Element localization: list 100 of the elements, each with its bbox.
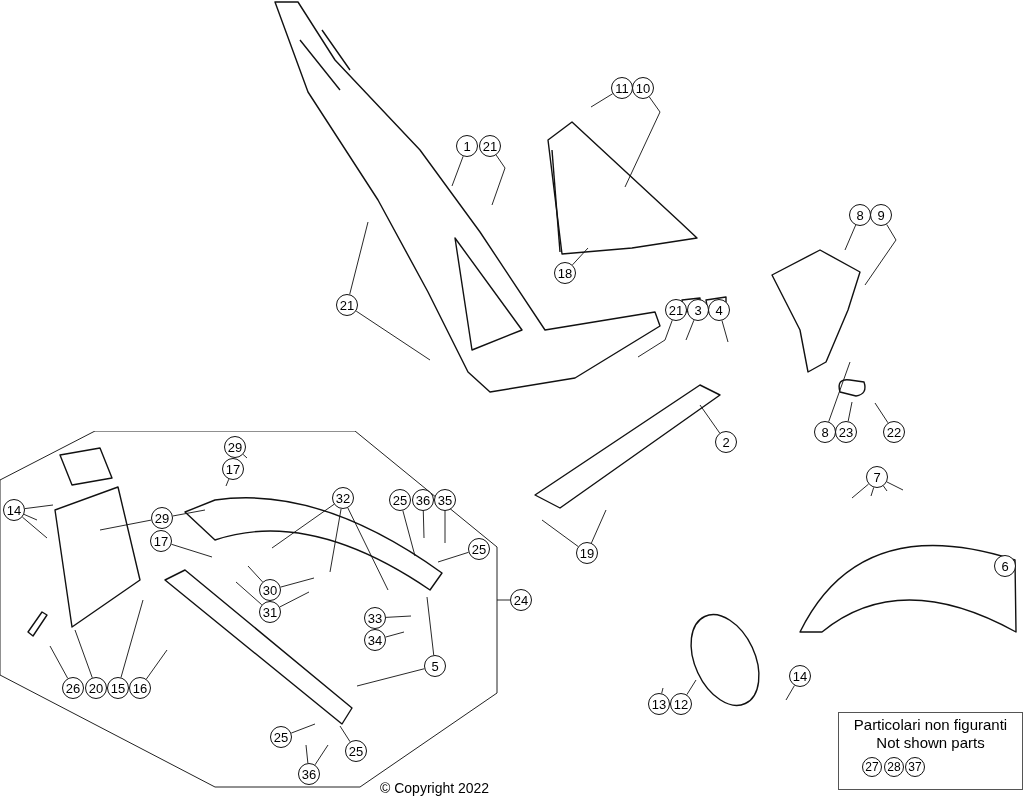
- callout-number: 21: [336, 294, 358, 316]
- leader-line: [886, 481, 904, 491]
- leader-line: [24, 504, 54, 510]
- leader-line: [491, 154, 506, 206]
- callout-number: 24: [510, 589, 532, 611]
- callout-number: 4: [708, 299, 730, 321]
- leader-line: [314, 744, 329, 766]
- callout-number: 22: [883, 421, 905, 443]
- callout-number: 3: [687, 299, 709, 321]
- leader-line: [591, 509, 607, 544]
- leader-line: [385, 615, 412, 618]
- callout-number: 10: [632, 77, 654, 99]
- callout-number: 11: [611, 77, 633, 99]
- callout-number: 14: [3, 499, 25, 521]
- leader-line: [541, 519, 579, 547]
- leader-line: [172, 509, 206, 517]
- callout-number: 5: [424, 655, 446, 677]
- callout-number: 34: [364, 629, 386, 651]
- callout-number: 32: [332, 487, 354, 509]
- leader-line: [235, 581, 263, 606]
- callout-number: 30: [259, 579, 281, 601]
- leader-line: [21, 516, 48, 539]
- callout-number: 27: [862, 757, 882, 777]
- callout-number: 19: [576, 542, 598, 564]
- callout-number: 33: [364, 607, 386, 629]
- callout-number: 7: [866, 466, 888, 488]
- callout-number: 36: [412, 489, 434, 511]
- callout-number: 25: [389, 489, 411, 511]
- callout-number: 9: [870, 204, 892, 226]
- leader-line: [145, 649, 168, 680]
- callout-number: 25: [468, 538, 490, 560]
- leader-line: [280, 577, 315, 588]
- callout-number: 8: [814, 421, 836, 443]
- callout-number: 16: [129, 677, 151, 699]
- leader-line: [444, 510, 446, 544]
- leader-line: [686, 679, 697, 696]
- leader-line: [572, 247, 589, 266]
- callout-number: 20: [85, 677, 107, 699]
- leader-line: [851, 483, 870, 499]
- leader-line: [437, 551, 469, 563]
- leader-line: [785, 685, 795, 701]
- callout-number: 21: [665, 299, 687, 321]
- leader-line: [402, 510, 416, 557]
- callout-number: 29: [224, 436, 246, 458]
- callout-number: 25: [270, 726, 292, 748]
- leader-line: [339, 725, 351, 743]
- leader-line: [247, 565, 263, 583]
- callout-number: 12: [670, 693, 692, 715]
- leader-line: [661, 687, 664, 694]
- leader-line: [99, 519, 152, 531]
- leader-line: [356, 668, 425, 687]
- callout-number: 8: [849, 204, 871, 226]
- leader-line: [451, 155, 464, 187]
- leader-line: [844, 224, 857, 251]
- leader-line: [347, 507, 389, 591]
- callout-number: 21: [479, 135, 501, 157]
- leader-line: [242, 454, 248, 459]
- callout-number: 17: [150, 530, 172, 552]
- note-text: Not shown parts: [875, 734, 986, 752]
- leader-line: [624, 96, 661, 188]
- leader-line: [864, 224, 897, 286]
- leader-line: [874, 402, 889, 424]
- leader-line: [290, 723, 316, 734]
- callout-number: 28: [884, 757, 904, 777]
- callout-number: 36: [298, 763, 320, 785]
- callout-number: 35: [434, 489, 456, 511]
- leader-line: [225, 478, 230, 487]
- leader-line: [120, 599, 144, 678]
- note-text: Particolari non figuranti: [852, 716, 1009, 734]
- leader-line: [496, 599, 511, 601]
- leader-line: [721, 320, 729, 343]
- callout-number: 17: [222, 458, 244, 480]
- leader-line: [637, 319, 673, 358]
- leader-line: [847, 401, 853, 422]
- leader-line: [422, 510, 425, 539]
- leader-line: [385, 631, 405, 638]
- leader-line: [882, 485, 888, 492]
- leader-line: [49, 645, 69, 679]
- leader-line: [74, 629, 93, 679]
- callout-number: 29: [151, 507, 173, 529]
- leader-line: [305, 744, 309, 764]
- callout-number: 23: [835, 421, 857, 443]
- callout-number: 1: [456, 135, 478, 157]
- leader-line: [271, 503, 335, 549]
- callout-number: 26: [62, 677, 84, 699]
- note-box: [838, 712, 1023, 790]
- callout-number: 15: [107, 677, 129, 699]
- callout-number: 18: [554, 262, 576, 284]
- leader-line: [23, 513, 38, 521]
- callout-number: 13: [648, 693, 670, 715]
- leader-line: [349, 221, 369, 295]
- leader-line: [685, 319, 695, 341]
- copyright-text: © Copyright 2022: [380, 780, 490, 796]
- callout-number: 31: [259, 601, 281, 623]
- leader-line: [329, 508, 342, 573]
- leader-line: [355, 310, 431, 361]
- callout-number: 37: [905, 757, 925, 777]
- leader-line: [279, 591, 310, 608]
- leader-line: [870, 487, 875, 497]
- leader-line: [171, 543, 213, 558]
